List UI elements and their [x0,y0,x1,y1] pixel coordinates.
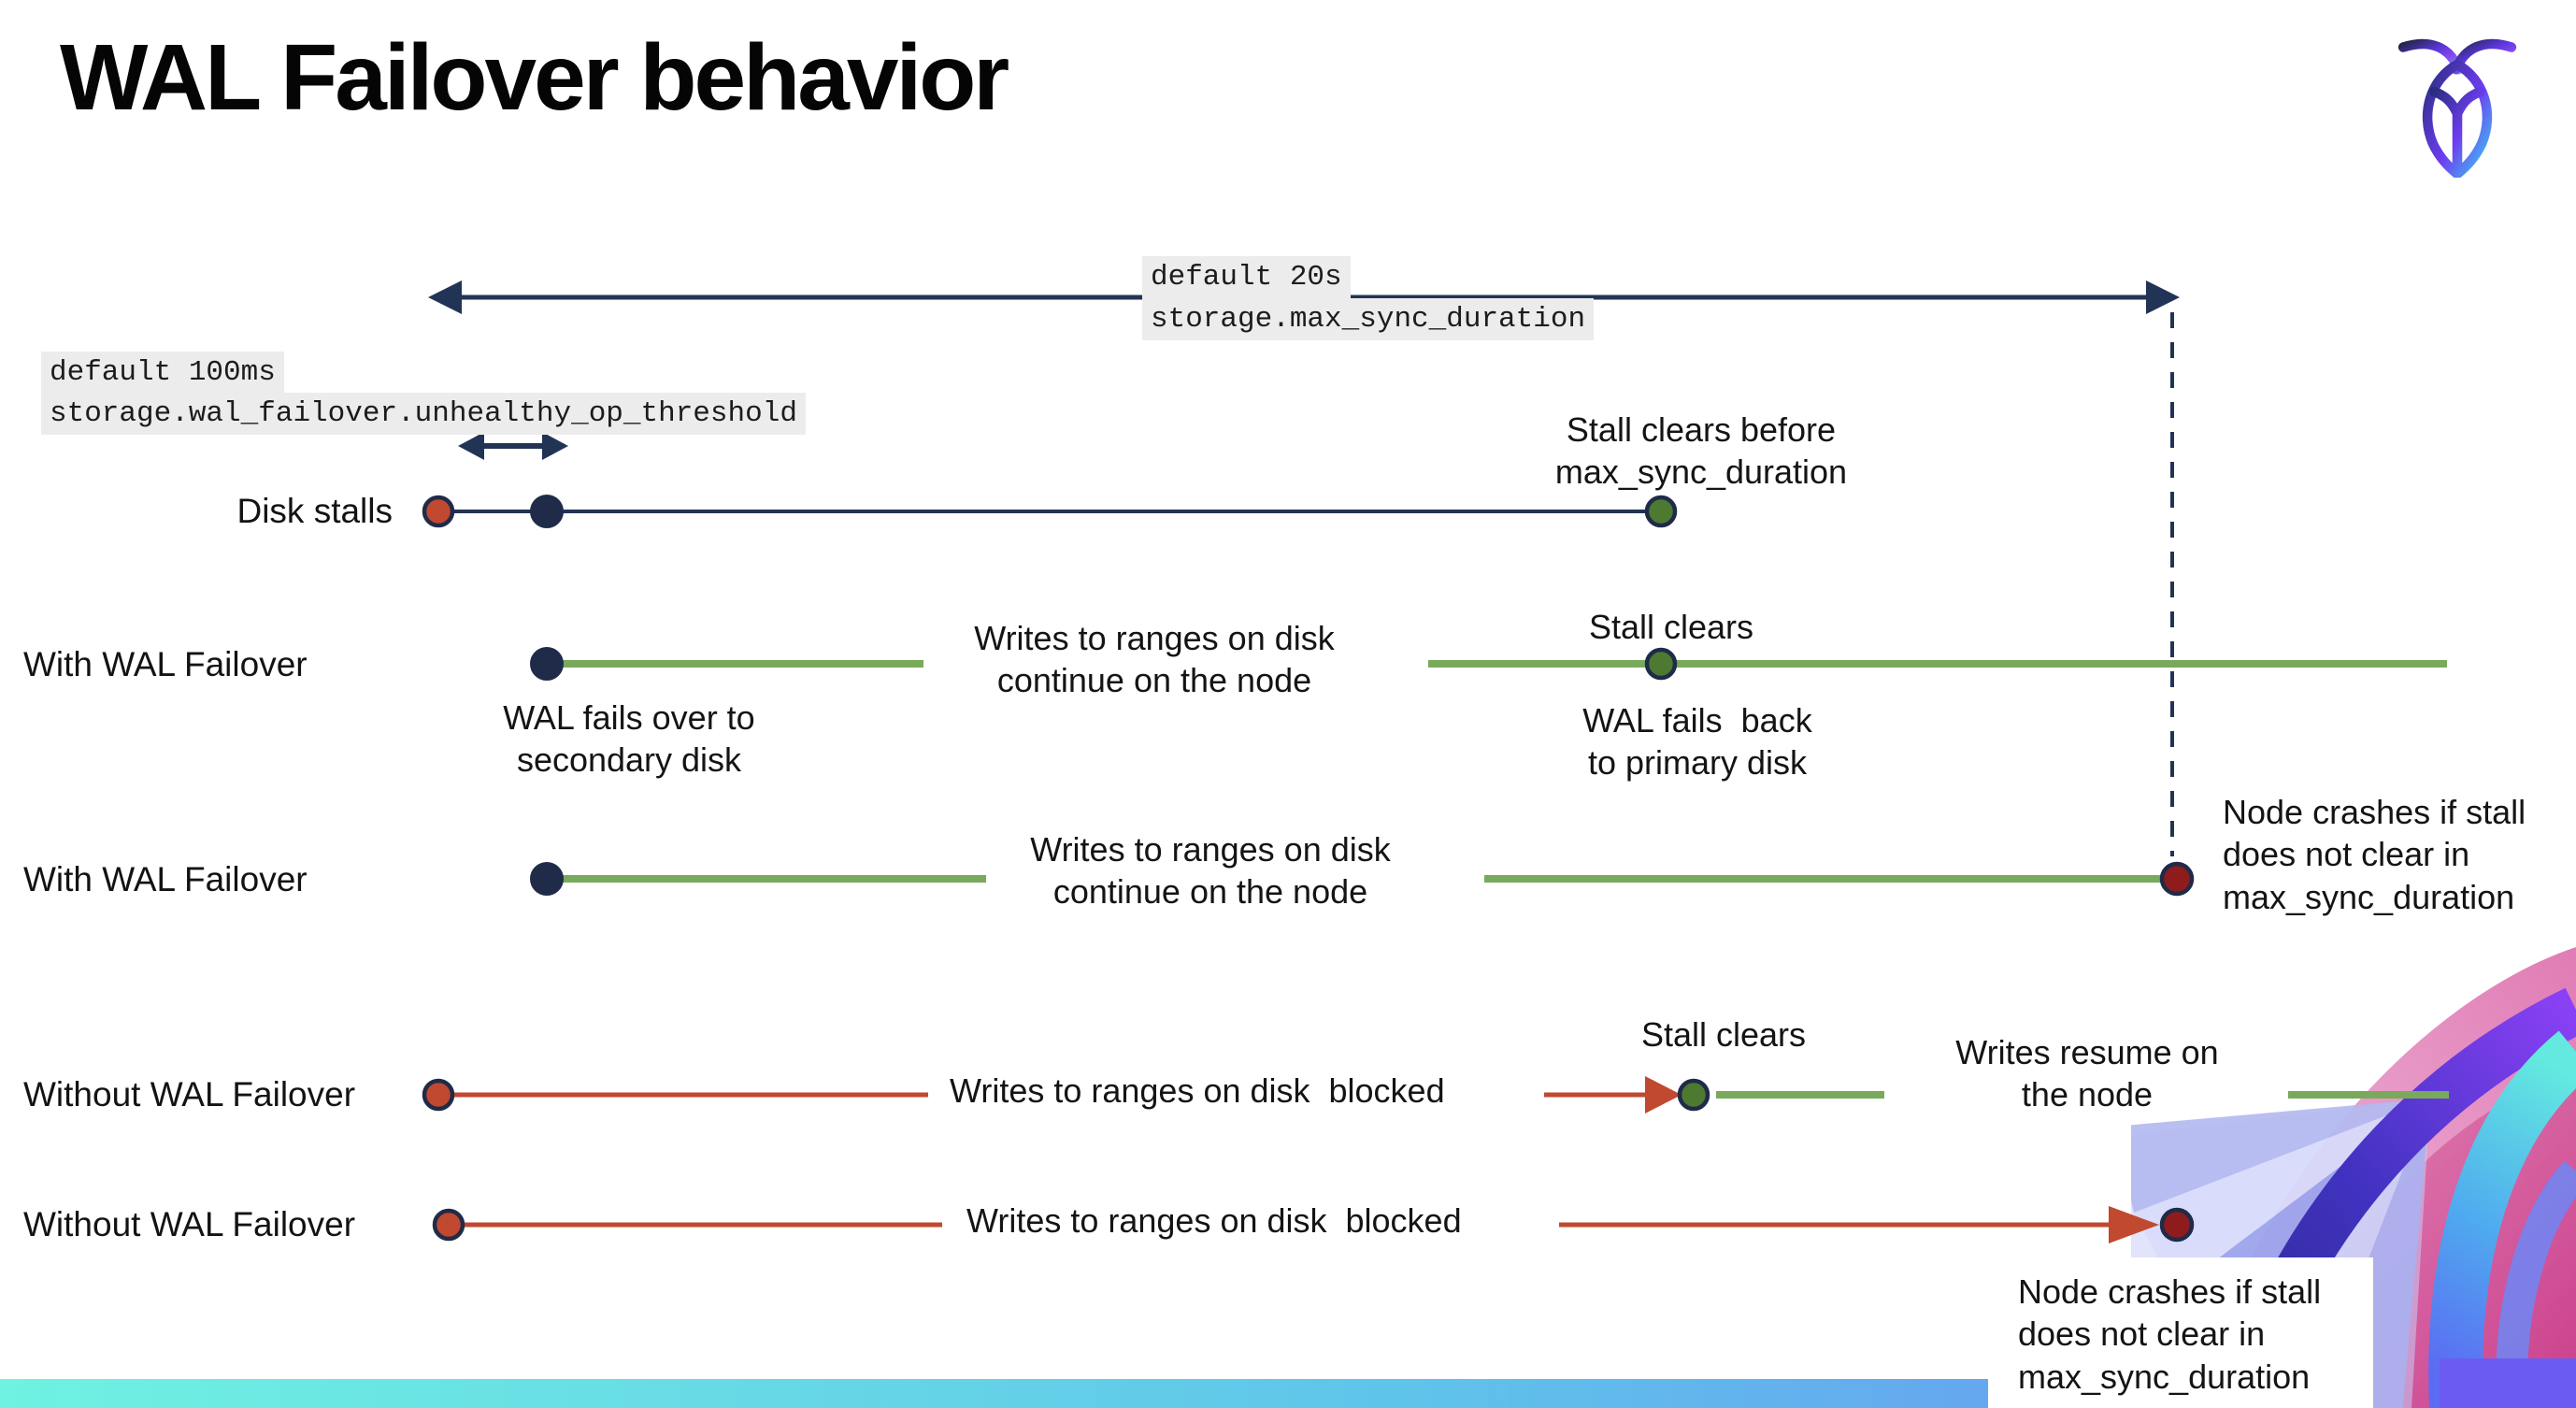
timeline-disk-stalls [422,495,1678,528]
writes-continue-note: Writes to ranges on disk continue on the… [1030,830,1391,912]
row-label-without-failover-2: Without WAL Failover [23,1205,356,1243]
artwork-bottom-block [2440,1358,2576,1408]
row-label-without-failover-1: Without WAL Failover [23,1075,356,1113]
stall-clears-dot [1644,647,1678,681]
row-label-with-failover-1: With WAL Failover [23,645,308,683]
arrowhead-left [458,432,484,460]
stall-clears-dot [1677,1078,1710,1112]
threshold-default-label: default 100ms [41,352,284,394]
node-crash-callout-box: Node crashes if stall does not clear in … [1988,1257,2373,1408]
stall-clears-dot [1644,495,1678,528]
cockroachdb-logo [2397,38,2517,178]
writes-continue-note: Writes to ranges on disk continue on the… [974,619,1335,700]
failover-dot [530,647,564,681]
threshold-setting-label: storage.wal_failover.unhealthy_op_thresh… [41,393,806,435]
node-crash-dot [2159,861,2195,897]
stall-start-dot [422,1078,455,1112]
timeline-without-failover-2 [432,1206,2195,1243]
artwork-fan-blade [2134,1099,2430,1290]
arrowhead-right [542,432,568,460]
page-title: WAL Failover behavior [60,25,1009,130]
stall-start-dot [422,495,455,528]
row-label-with-failover-2: With WAL Failover [23,860,308,898]
artwork-cyan-band [2428,1030,2576,1408]
arrowhead-right [2146,280,2180,314]
blocked-arrowhead [2109,1206,2159,1243]
writes-blocked-note: Writes to ranges on disk blocked [950,1071,1445,1110]
blocked-arrowhead [1645,1076,1682,1113]
node-crash-dot [2159,1207,2195,1243]
artwork-fan-blade [2131,1099,2430,1213]
stall-clears-note: Stall clears [1640,1015,1807,1054]
arrowhead-left [428,280,462,314]
stall-start-dot [432,1208,465,1242]
timeline-with-failover-2 [530,861,2195,897]
writes-blocked-note: Writes to ranges on disk blocked [966,1201,1462,1240]
threshold-dot [530,495,564,528]
row-label-disk-stalls: Disk stalls [236,492,393,530]
timeline-with-failover-1 [530,647,2447,681]
max-sync-setting-label: storage.max_sync_duration [1142,298,1595,340]
stall-clears-before-note: Stall clears before max_sync_duration [1554,410,1848,492]
timeline-without-failover-1 [422,1076,2449,1113]
max-sync-default-label: default 20s [1142,256,1351,298]
failback-note: WAL fails back to primary disk [1582,701,1812,783]
node-crash-note: Node crashes if stall does not clear in … [2018,1272,2322,1396]
failover-note: WAL fails over to secondary disk [503,698,755,780]
unhealthy-op-threshold-arrow [458,432,568,460]
logo-wing-vein [2428,86,2486,177]
node-crash-note: Node crashes if stall does not clear in … [2223,793,2526,916]
writes-resume-note: Writes resume on the node [1955,1033,2219,1114]
failover-dot [530,862,564,896]
stall-clears-note: Stall clears [1588,608,1754,646]
